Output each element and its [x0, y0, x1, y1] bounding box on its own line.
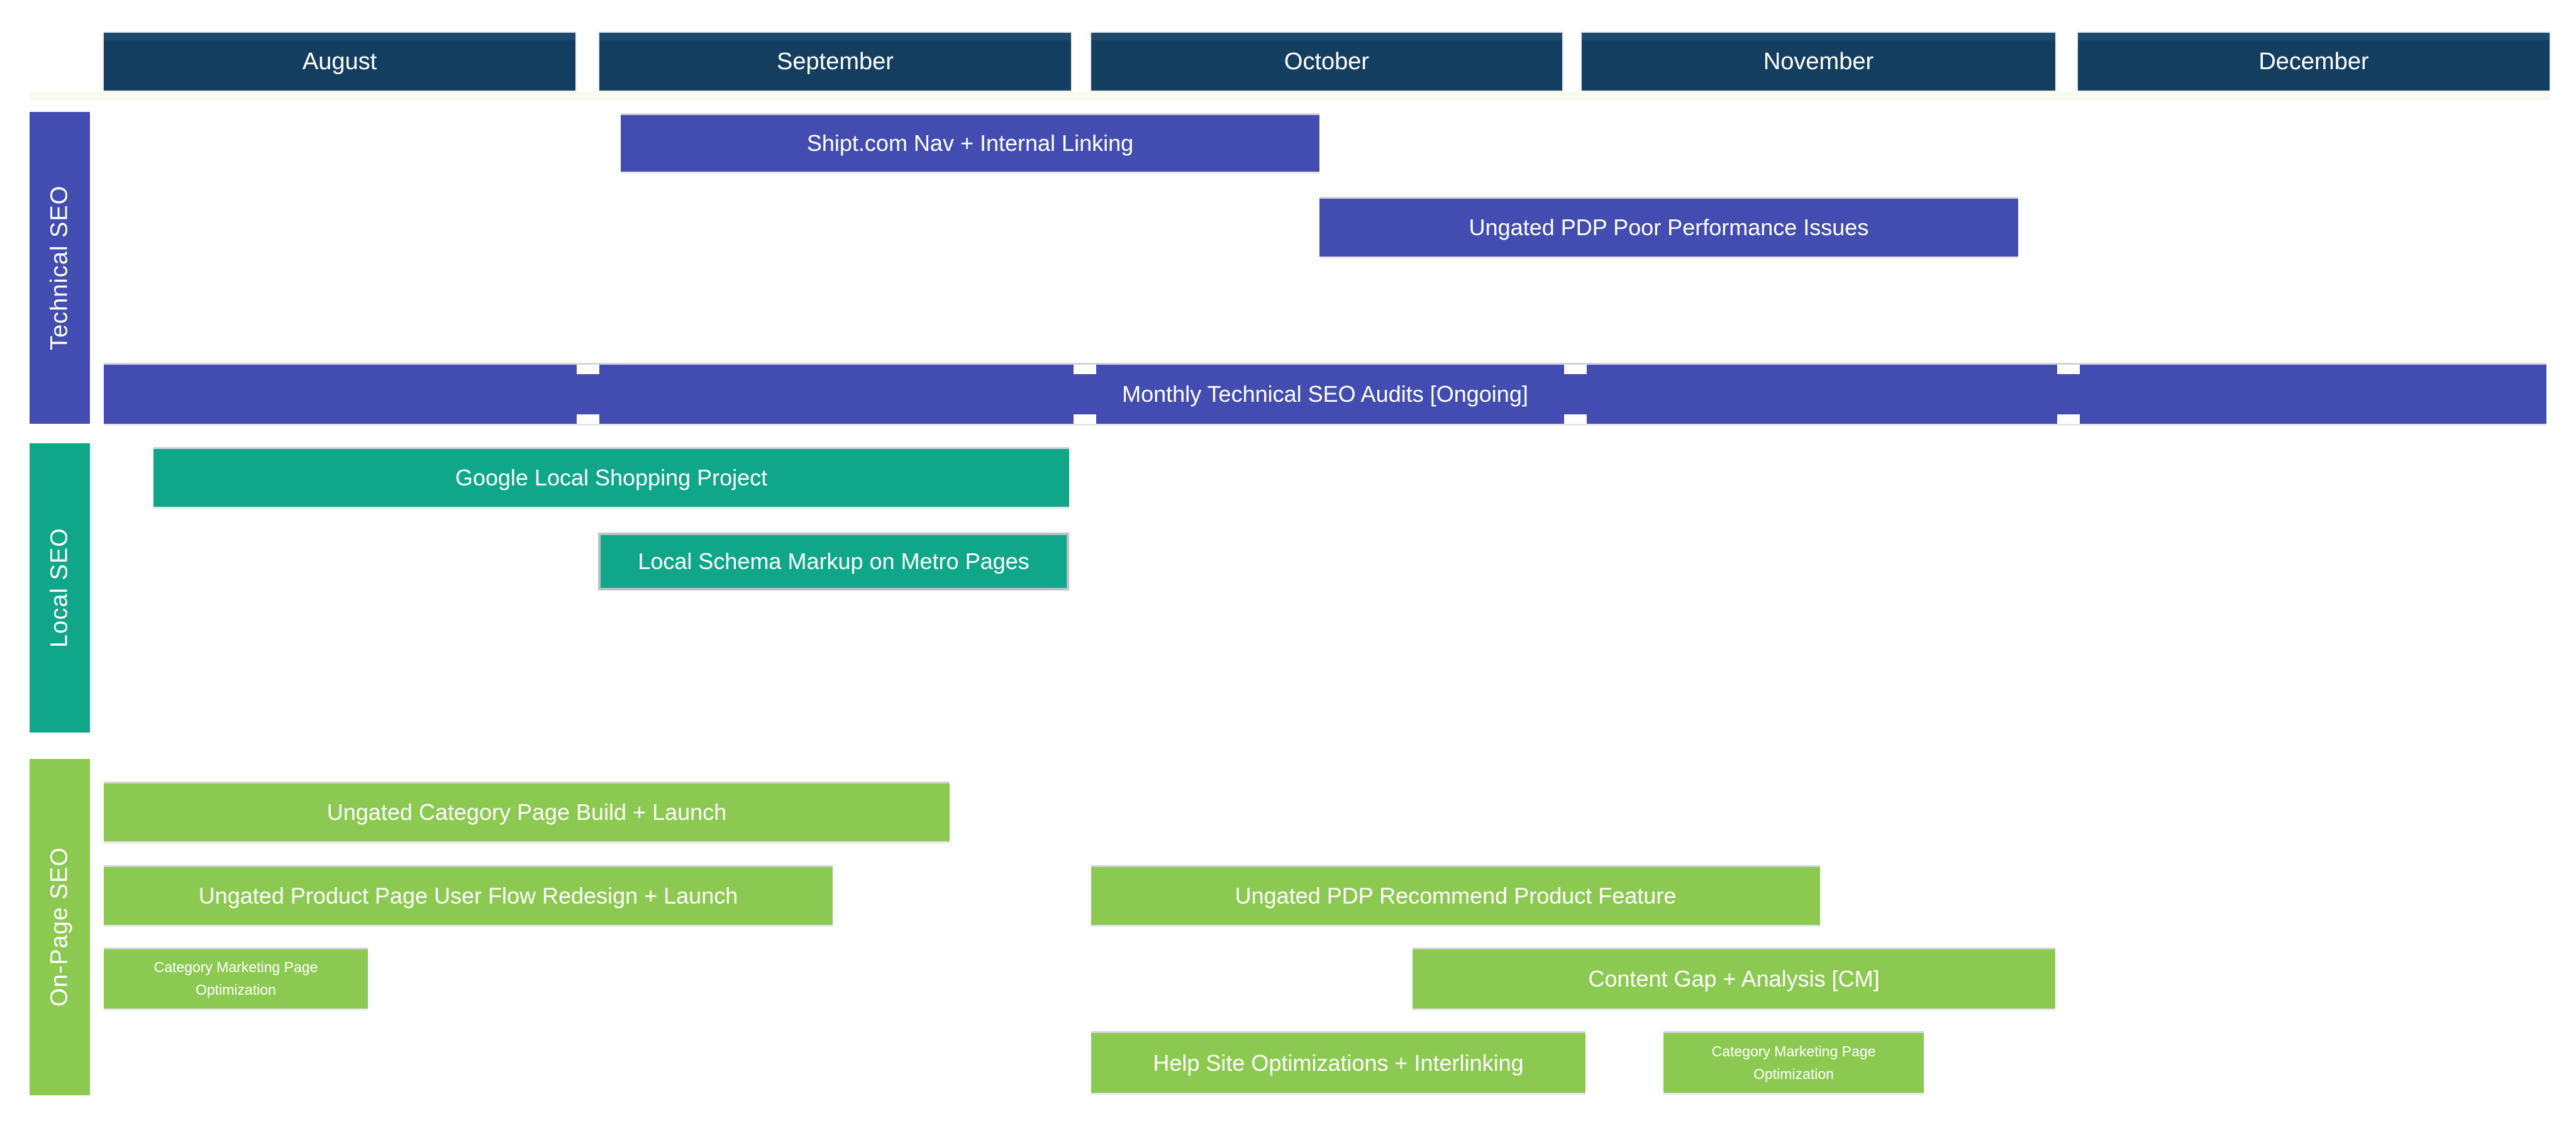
- month-boundary-notch: [1564, 365, 1587, 374]
- gantt-bar-ungated-pdp-recommend-product: Ungated PDP Recommend Product Feature: [1091, 867, 1820, 925]
- month-boundary-notch: [1074, 414, 1096, 424]
- row-label-local-seo: Local SEO: [30, 443, 90, 733]
- gantt-bar-google-local-shopping: Google Local Shopping Project: [153, 449, 1069, 507]
- month-boundary-notch: [1564, 414, 1587, 424]
- gantt-bar-help-site-optimizations: Help Site Optimizations + Interlinking: [1091, 1033, 1585, 1093]
- month-header-october: October: [1091, 33, 1562, 91]
- gantt-bar-local-schema-markup: Local Schema Markup on Metro Pages: [598, 533, 1069, 590]
- gantt-bar-shipt-nav-internal-linking: Shipt.com Nav + Internal Linking: [621, 115, 1319, 172]
- month-boundary-notch: [577, 365, 599, 374]
- gantt-bar-content-gap-analysis: Content Gap + Analysis [CM]: [1413, 949, 2055, 1009]
- month-boundary-notch: [577, 414, 599, 424]
- month-boundary-notch: [2057, 365, 2080, 374]
- header-underline-strip: [30, 92, 2550, 101]
- row-label-on-page-seo: On-Page SEO: [30, 759, 90, 1095]
- month-boundary-notch: [2057, 414, 2080, 424]
- month-header-november: November: [1582, 33, 2055, 91]
- gantt-bar-ungated-category-page-build: Ungated Category Page Build + Launch: [104, 783, 950, 841]
- month-header-august: August: [104, 33, 575, 91]
- row-label-technical-seo: Technical SEO: [30, 112, 90, 424]
- gantt-bar-monthly-technical-seo-audits: Monthly Technical SEO Audits [Ongoing]: [104, 365, 2546, 424]
- gantt-bar-ungated-pdp-poor-performance: Ungated PDP Poor Performance Issues: [1319, 199, 2018, 257]
- gantt-bar-ungated-product-page-user-flow: Ungated Product Page User Flow Redesign …: [104, 867, 833, 925]
- gantt-bar-category-marketing-page-opt-1: Category Marketing Page Optimization: [104, 949, 368, 1009]
- gantt-bar-category-marketing-page-opt-2: Category Marketing Page Optimization: [1663, 1033, 1924, 1093]
- month-boundary-notch: [1074, 365, 1096, 374]
- month-header-september: September: [599, 33, 1071, 91]
- month-header-december: December: [2078, 33, 2550, 91]
